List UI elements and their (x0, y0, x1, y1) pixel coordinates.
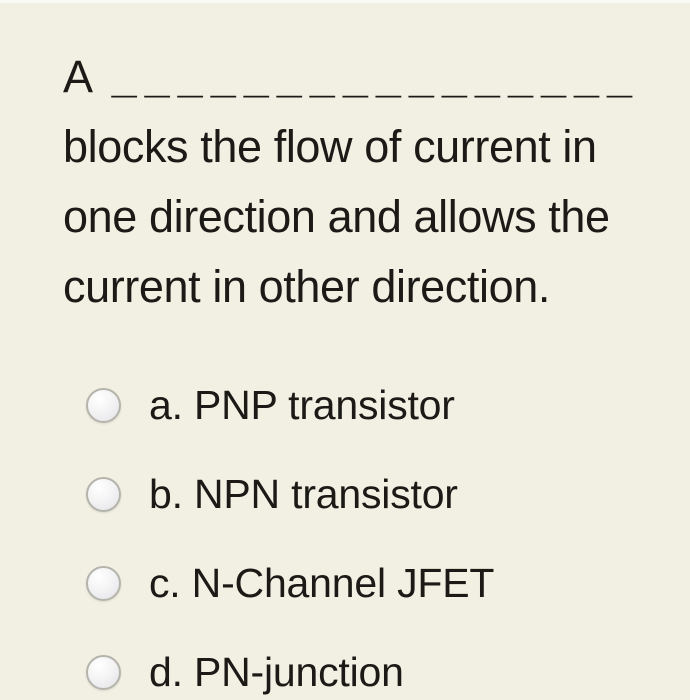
option-b[interactable]: b. NPN transistor (86, 466, 494, 522)
question-blank-underscores: ________________ (111, 51, 641, 102)
option-d[interactable]: d. PN-junction (86, 644, 494, 700)
radio-button-b[interactable] (86, 476, 121, 512)
radio-button-a[interactable] (86, 387, 121, 423)
option-a-label[interactable]: a. PNP transistor (149, 381, 455, 428)
option-c-label[interactable]: c. N-Channel JFET (149, 559, 495, 606)
option-d-label[interactable]: d. PN-junction (149, 648, 404, 695)
question-line: one direction and allows the (63, 191, 610, 242)
question-prefix: A (63, 51, 93, 102)
options-list: a. PNP transistor b. NPN transistor c. N… (86, 377, 494, 700)
question-line: current in other direction. (63, 261, 550, 312)
question-line-blank: A ________________ (63, 42, 640, 112)
question-line: blocks the flow of current in (63, 121, 597, 172)
card-top-edge (0, 0, 690, 3)
option-c[interactable]: c. N-Channel JFET (86, 555, 494, 611)
option-a[interactable]: a. PNP transistor (86, 377, 494, 433)
radio-button-d[interactable] (86, 654, 121, 690)
question-text: A ________________ blocks the flow of cur… (63, 42, 640, 322)
option-b-label[interactable]: b. NPN transistor (149, 470, 458, 517)
radio-button-c[interactable] (86, 565, 121, 601)
